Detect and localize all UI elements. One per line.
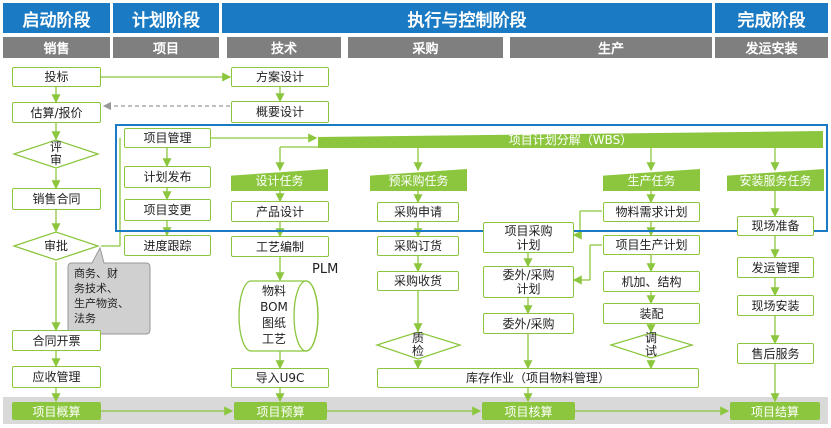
- pre-purchase-task-banner: 预采购任务: [370, 169, 467, 191]
- production-task-banner: 生产任务: [603, 169, 700, 191]
- sales-contract-box: 销售合同: [12, 188, 101, 210]
- product-design-box: 产品设计: [231, 201, 329, 222]
- debug-label-top: 调: [644, 331, 657, 345]
- project-budget-button: 项目预算: [234, 402, 327, 420]
- outsource-plan-box: 委外/采购 计划: [483, 266, 574, 298]
- plan-release-box: 计划发布: [124, 166, 211, 188]
- outsource-box: 委外/采购: [483, 313, 574, 334]
- approve-label: 审批: [43, 238, 68, 253]
- after-sales-box: 售后服务: [737, 343, 814, 364]
- review-label-top: 评: [49, 140, 62, 154]
- callout-text: 商务、财 务技术、 生产物资、 法务: [74, 267, 129, 325]
- qc-label: 质 检: [398, 330, 438, 360]
- dept-purchase: 采购: [348, 37, 503, 58]
- qc-label-top: 质: [411, 331, 424, 345]
- progress-tracking-box: 进度跟踪: [124, 235, 211, 256]
- shipping-management-box: 发运管理: [737, 257, 814, 278]
- callout-bubble: [67, 246, 151, 335]
- debug-label: 调 试: [631, 330, 671, 360]
- project-change-box: 项目变更: [124, 199, 211, 221]
- production-plan-box: 项目生产计划: [603, 235, 700, 255]
- design-task-banner: 设计任务: [231, 169, 328, 191]
- review-label: 评 审: [36, 139, 76, 169]
- approve-diamond: [11, 231, 101, 261]
- dept-project: 项目: [113, 37, 219, 58]
- dept-shipping: 发运安装: [715, 37, 828, 58]
- install-service-task-banner: 安装服务任务: [727, 169, 824, 191]
- plm-contents: 物料 BOM 图纸 工艺: [260, 284, 288, 346]
- machining-box: 机加、结构: [603, 271, 700, 292]
- review-label-bottom: 审: [49, 153, 62, 167]
- qc-diamond: [374, 331, 463, 360]
- estimate-box: 估算/报价: [12, 102, 101, 123]
- wbs-frame: [115, 124, 828, 232]
- project-management-box: 项目管理: [124, 128, 211, 148]
- contract-open-box: 合同开票: [12, 330, 101, 351]
- bid-box: 投标: [12, 67, 101, 87]
- scheme-design-box: 方案设计: [231, 67, 329, 87]
- dept-production: 生产: [510, 37, 712, 58]
- purchase-request-box: 采购申请: [377, 202, 459, 222]
- inventory-box: 库存作业（项目物料管理）: [377, 368, 699, 388]
- phase-execute: 执行与控制阶段: [222, 3, 712, 33]
- mrp-box: 物料需求计划: [603, 202, 700, 222]
- assembly-box: 装配: [603, 303, 700, 324]
- project-settlement-button: 项目结算: [730, 402, 820, 420]
- receivable-box: 应收管理: [12, 366, 101, 388]
- plm-label: PLM: [312, 262, 339, 277]
- import-u9c-box: 导入U9C: [231, 368, 329, 388]
- site-prepare-box: 现场准备: [737, 216, 814, 236]
- purchase-order-box: 采购订货: [377, 236, 459, 256]
- debug-label-bottom: 试: [644, 344, 657, 358]
- process-box: 工艺编制: [231, 236, 329, 257]
- project-purchase-plan-box: 项目采购 计划: [483, 222, 574, 253]
- dept-sales: 销售: [3, 37, 110, 58]
- phase-start: 启动阶段: [3, 3, 110, 33]
- dept-tech: 技术: [227, 37, 341, 58]
- qc-label-bottom: 检: [411, 344, 424, 358]
- phase-finish: 完成阶段: [715, 3, 828, 33]
- debug-diamond: [608, 332, 695, 359]
- project-audit-button: 项目核算: [482, 402, 575, 420]
- outline-design-box: 概要设计: [231, 101, 329, 123]
- phase-plan: 计划阶段: [113, 3, 219, 33]
- site-install-box: 现场安装: [737, 295, 814, 316]
- purchase-receive-box: 采购收货: [377, 271, 459, 291]
- project-estimate-button: 项目概算: [12, 402, 101, 420]
- review-diamond: [11, 139, 101, 169]
